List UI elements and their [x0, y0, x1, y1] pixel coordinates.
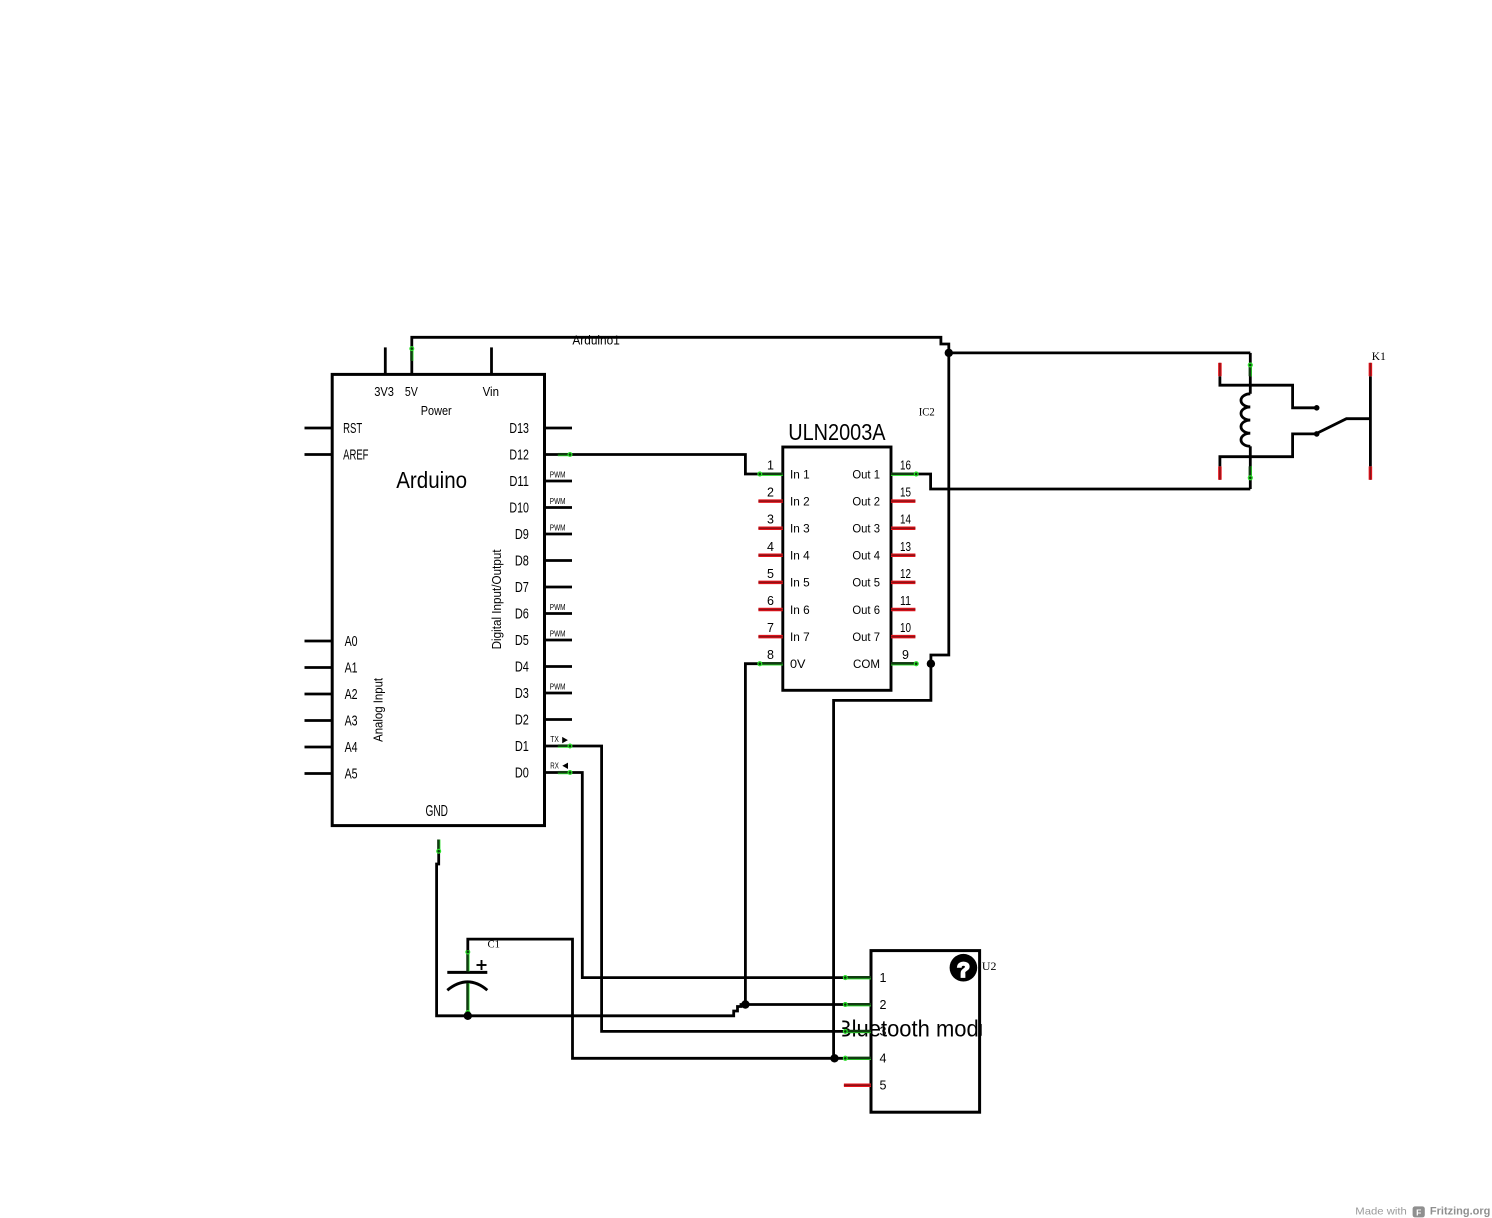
svg-text:Power: Power: [421, 403, 452, 418]
svg-text:A4: A4: [345, 740, 358, 756]
svg-text:D12: D12: [509, 448, 529, 464]
svg-text:A1: A1: [345, 661, 358, 677]
svg-text:IC2: IC2: [919, 405, 935, 419]
svg-text:Out 2: Out 2: [852, 496, 880, 508]
svg-text:D11: D11: [509, 474, 529, 490]
svg-text:Bluetooth module: Bluetooth module: [837, 1016, 1008, 1042]
svg-text:A2: A2: [345, 687, 358, 703]
svg-text:D1: D1: [515, 739, 529, 755]
svg-text:4: 4: [880, 1052, 887, 1066]
svg-text:D13: D13: [509, 421, 529, 437]
svg-text:Made with: Made with: [1355, 1206, 1407, 1218]
svg-text:C1: C1: [488, 939, 501, 951]
svg-text:In 6: In 6: [790, 605, 810, 617]
svg-text:A0: A0: [345, 634, 358, 650]
svg-text:Vin: Vin: [483, 384, 499, 399]
svg-text:D10: D10: [509, 501, 529, 517]
svg-text:1: 1: [767, 459, 774, 473]
svg-text:RST: RST: [343, 421, 362, 437]
svg-text:In 4: In 4: [790, 551, 810, 563]
svg-text:D4: D4: [515, 660, 529, 676]
svg-text:PWM: PWM: [550, 682, 566, 691]
svg-text:3V3: 3V3: [374, 384, 394, 399]
svg-text:Arduino1: Arduino1: [572, 334, 619, 348]
svg-text:In 5: In 5: [790, 578, 810, 590]
svg-text:Digital Input/Output: Digital Input/Output: [489, 549, 504, 649]
svg-text:COM: COM: [853, 659, 880, 671]
svg-text:Out 3: Out 3: [852, 524, 880, 536]
svg-text:Out 1: Out 1: [852, 469, 880, 481]
svg-text:14: 14: [900, 513, 911, 527]
svg-text:D2: D2: [515, 713, 529, 729]
svg-text:4: 4: [767, 540, 774, 554]
svg-text:Out 4: Out 4: [852, 551, 880, 563]
svg-text:11: 11: [900, 594, 911, 608]
svg-text:0V: 0V: [790, 659, 806, 671]
svg-text:13: 13: [900, 540, 911, 554]
svg-text:AREF: AREF: [343, 448, 368, 464]
svg-text:10: 10: [900, 621, 911, 635]
svg-text:?: ?: [957, 958, 970, 982]
svg-text:Analog Input: Analog Input: [371, 678, 386, 742]
svg-text:Out 5: Out 5: [852, 578, 880, 590]
svg-text:Out 6: Out 6: [852, 605, 880, 617]
svg-text:PWM: PWM: [550, 497, 566, 506]
svg-text:D9: D9: [515, 527, 529, 543]
svg-text:16: 16: [900, 459, 911, 473]
svg-text:F: F: [1416, 1207, 1421, 1217]
svg-text:Arduino: Arduino: [396, 467, 467, 493]
svg-text:D3: D3: [515, 686, 529, 702]
svg-text:TX: TX: [550, 734, 559, 744]
svg-text:6: 6: [767, 594, 774, 608]
svg-text:U2: U2: [982, 959, 997, 973]
svg-text:A3: A3: [345, 714, 358, 730]
svg-text:2: 2: [880, 998, 887, 1012]
svg-text:7: 7: [767, 621, 774, 635]
svg-text:5: 5: [767, 567, 774, 581]
svg-text:In 7: In 7: [790, 632, 810, 644]
svg-text:3: 3: [880, 1025, 887, 1039]
svg-text:8: 8: [767, 648, 774, 662]
svg-text:In 1: In 1: [790, 469, 810, 481]
svg-text:Fritzing.org: Fritzing.org: [1430, 1206, 1491, 1218]
svg-text:GND: GND: [425, 803, 448, 820]
svg-text:PWM: PWM: [550, 523, 566, 532]
svg-text:D0: D0: [515, 766, 529, 782]
svg-text:PWM: PWM: [550, 629, 566, 638]
svg-text:D8: D8: [515, 554, 529, 570]
svg-text:D6: D6: [515, 607, 529, 623]
svg-text:15: 15: [900, 486, 911, 500]
svg-text:3: 3: [767, 513, 774, 527]
svg-text:In 3: In 3: [790, 524, 810, 536]
svg-text:5: 5: [880, 1079, 887, 1093]
svg-text:ULN2003A: ULN2003A: [788, 419, 886, 445]
svg-text:A5: A5: [345, 767, 358, 783]
svg-text:9: 9: [902, 648, 909, 662]
svg-text:12: 12: [900, 567, 911, 581]
svg-text:Out 7: Out 7: [852, 632, 880, 644]
svg-text:PWM: PWM: [550, 603, 566, 612]
svg-text:D5: D5: [515, 633, 529, 649]
svg-text:K1: K1: [1372, 349, 1386, 363]
svg-text:2: 2: [767, 486, 774, 500]
svg-text:D7: D7: [515, 580, 529, 596]
svg-text:In 2: In 2: [790, 496, 810, 508]
svg-text:PWM: PWM: [550, 470, 566, 479]
svg-text:1: 1: [880, 971, 887, 985]
svg-text:RX: RX: [550, 761, 559, 771]
svg-text:5V: 5V: [405, 384, 418, 399]
